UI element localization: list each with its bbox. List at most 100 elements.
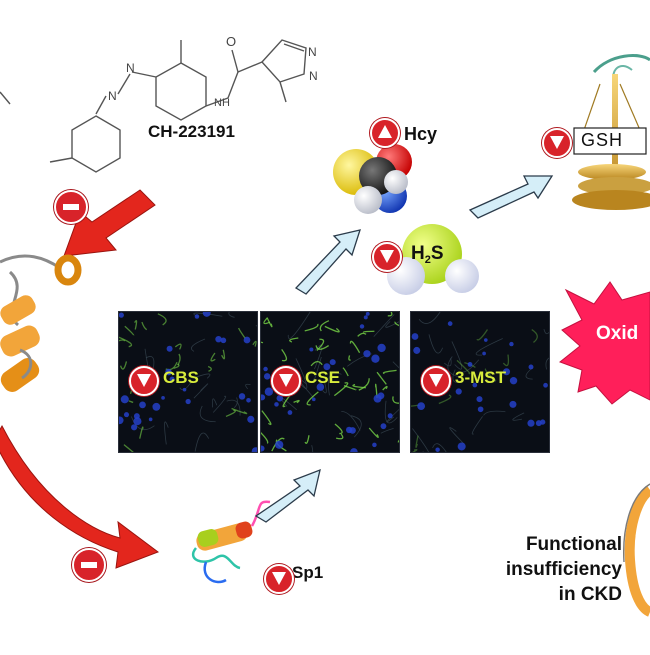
nucleus-stain: [447, 321, 453, 326]
tissue-outline: [449, 427, 465, 445]
nucleus-stain: [411, 333, 419, 340]
tissue-outline: [418, 312, 441, 324]
nucleus-stain: [372, 442, 377, 448]
nucleus-stain: [243, 336, 251, 344]
nucleus-stain: [528, 364, 534, 370]
oxidative-label: Oxid: [596, 323, 639, 344]
tissue-outline: [199, 405, 216, 423]
nucleus-stain: [161, 395, 165, 400]
chem-atom-n1: N: [309, 69, 318, 83]
fluorescent-signal: [266, 317, 273, 328]
nucleus-stain: [349, 427, 356, 434]
tissue-outline: [233, 397, 238, 409]
nucleus-stain: [119, 416, 124, 425]
gsh-label: GSH: [581, 130, 624, 150]
fluorescent-signal: [358, 378, 370, 391]
nucleus-stain: [274, 402, 279, 407]
tissue-outline: [255, 325, 257, 327]
tissue-outline: [543, 328, 549, 335]
fluorescent-signal: [397, 439, 399, 443]
nucleus-stain: [133, 413, 140, 420]
tissue-outline: [475, 338, 503, 356]
nucleus-stain: [417, 402, 426, 410]
h2s-molecule: [387, 224, 479, 295]
nucleus-stain: [182, 387, 187, 392]
ckd-label-line3: in CKD: [558, 584, 622, 605]
nucleus-stain: [119, 312, 124, 318]
fluorescent-signal: [310, 360, 323, 367]
chem-atom-o: O: [226, 34, 236, 49]
micrograph-cse: CSE: [260, 311, 400, 453]
nucleus-stain: [194, 314, 200, 319]
nucleus-stain: [133, 417, 142, 426]
fluorescent-signal: [271, 437, 285, 452]
nucleus-stain: [363, 315, 368, 320]
fluorescent-signal: [352, 383, 366, 389]
decrease-indicator-gsh: [542, 128, 572, 158]
nucleus-stain: [323, 363, 331, 371]
tissue-outline: [380, 427, 394, 434]
nucleus-stain: [169, 376, 175, 382]
nucleus-stain: [509, 400, 517, 408]
nucleus-stain: [166, 369, 172, 376]
ckd-label-line2: insufficiency: [505, 559, 622, 580]
tissue-outline: [512, 412, 525, 421]
tissue-outline: [373, 314, 395, 337]
sp1-protein-structure: [191, 500, 271, 584]
nucleus-stain: [527, 419, 535, 427]
fluorescent-signal: [394, 321, 399, 327]
fluorescent-signal: [376, 371, 387, 385]
fluorescent-signal: [484, 368, 497, 382]
tissue-outline: [212, 398, 218, 408]
tissue-outline: [483, 410, 506, 416]
tissue-outline: [392, 361, 399, 369]
fluorescent-signal: [210, 352, 216, 362]
tissue-outline: [386, 408, 399, 423]
nucleus-stain: [261, 445, 265, 452]
fluorescent-signal: [412, 448, 418, 452]
nucleus-stain: [477, 406, 484, 413]
tissue-outline: [194, 432, 210, 452]
chem-atom-n3: N: [108, 89, 117, 103]
fluorescent-signal: [261, 341, 264, 344]
fluorescent-signal: [282, 393, 292, 408]
ckd-label-line1: Functional: [525, 534, 622, 555]
ckd-label: Functional insufficiency in CKD: [502, 532, 622, 607]
nucleus-stain: [455, 388, 462, 395]
nucleus-stain: [131, 424, 138, 431]
fluorescent-signal: [225, 409, 236, 418]
fluorescent-signal: [333, 382, 349, 397]
tissue-outline: [245, 383, 251, 390]
fluorescent-signal: [348, 355, 351, 361]
fluorescent-signal: [263, 317, 270, 325]
micrograph-texture: [411, 312, 549, 452]
fluorescent-signal: [324, 325, 340, 333]
fluorescent-signal: [289, 337, 299, 343]
nucleus-stain: [377, 343, 386, 353]
fluorescent-signal: [293, 399, 300, 404]
fluorescent-signal: [157, 313, 167, 326]
fluorescent-signal: [306, 391, 319, 406]
tissue-outline: [444, 357, 452, 367]
tissue-outline: [287, 312, 311, 339]
micrograph-3mst: 3-MST: [410, 311, 550, 453]
nucleus-stain: [185, 398, 191, 405]
tissue-outline: [428, 334, 443, 354]
fluorescent-signal: [174, 343, 182, 350]
nucleus-stain: [275, 440, 284, 449]
fluorescent-signal: [221, 349, 226, 360]
nucleus-stain: [220, 337, 227, 344]
fluorescent-signal: [334, 423, 343, 435]
nucleus-stain: [246, 397, 251, 403]
nucleus-stain: [276, 395, 284, 402]
tissue-outline: [384, 400, 398, 424]
nucleus-stain: [251, 447, 257, 452]
fluorescent-signal: [382, 385, 388, 391]
nucleus-stain: [467, 361, 473, 367]
fluorescent-signal: [304, 435, 310, 444]
chem-atom-nh: NH: [214, 97, 230, 109]
fluorescent-signal: [238, 327, 246, 340]
nucleus-stain: [350, 448, 358, 452]
nucleus-stain: [238, 393, 246, 400]
nucleus-stain: [311, 397, 316, 402]
